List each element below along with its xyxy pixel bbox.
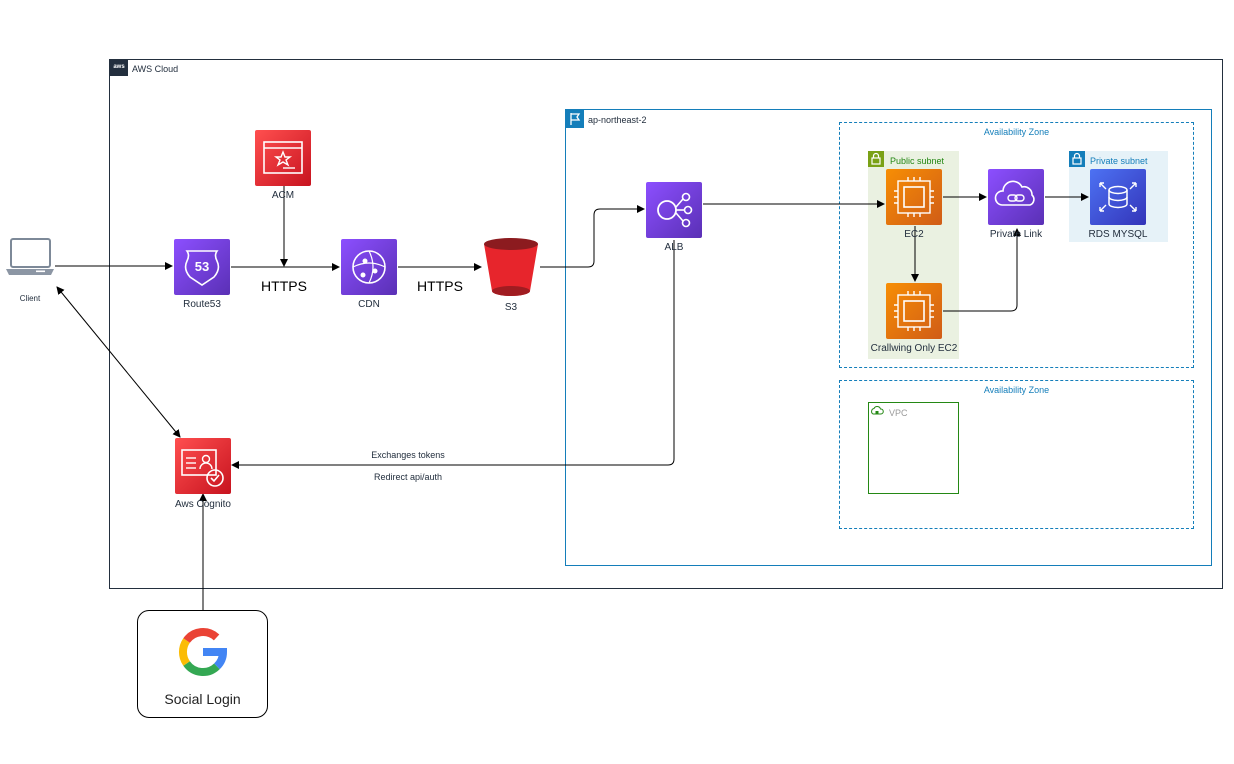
google-icon (178, 627, 228, 677)
az-bottom-label: Availability Zone (983, 385, 1050, 395)
availability-zone-top: Availability Zone (839, 122, 1194, 368)
public-subnet-label: Public subnet (890, 156, 945, 166)
social-login-label: Social Login (164, 691, 241, 707)
acm-icon (255, 130, 311, 186)
alb-icon (646, 182, 702, 238)
edge-s3-alb (540, 205, 645, 268)
route53-label: Route53 (183, 299, 221, 310)
edge-client-cognito (56, 286, 181, 438)
private-subnet-lock-icon (1069, 151, 1085, 167)
ec2-label: EC2 (904, 229, 924, 240)
az-top-label: Availability Zone (983, 127, 1050, 137)
client-laptop-icon (5, 237, 55, 277)
exchange-tokens-label: Exchanges tokens (371, 450, 445, 460)
rds-label: RDS MYSQL (1088, 229, 1148, 240)
https-label-cdn-s3: HTTPS (417, 278, 463, 294)
aws-cloud-label: AWS Cloud (132, 64, 179, 74)
crawling-ec2-icon (886, 283, 942, 339)
ec2-icon (886, 169, 942, 225)
private-subnet-label: Private subnet (1090, 156, 1148, 166)
https-label-route53-cdn: HTTPS (261, 278, 307, 294)
cognito-label: Aws Cognito (175, 499, 231, 510)
alb-label: ALB (664, 242, 684, 253)
s3-label: S3 (504, 302, 518, 313)
redirect-label: Redirect api/auth (373, 472, 443, 482)
availability-zone-bottom: Availability Zone (839, 380, 1194, 529)
public-subnet-lock-icon (868, 151, 884, 167)
rds-icon (1090, 169, 1146, 225)
route53-icon: 53 (174, 239, 230, 295)
region-label: ap-northeast-2 (588, 115, 647, 125)
aws-logo-icon: aws (110, 60, 128, 76)
private-link-icon (988, 169, 1044, 225)
region-flag-icon (566, 110, 584, 128)
s3-bucket-icon (482, 236, 540, 298)
vpc-group: VPC (868, 402, 959, 494)
cdn-icon (341, 239, 397, 295)
cdn-label: CDN (358, 299, 380, 310)
cognito-icon (175, 438, 231, 494)
social-login-box: Social Login (137, 610, 268, 718)
edge-crawling-privatelink (943, 228, 1021, 312)
vpc-cloud-icon (869, 403, 885, 419)
vpc-label: VPC (889, 408, 908, 418)
acm-label: ACM (271, 190, 295, 201)
client-label: Client (19, 294, 41, 303)
private-link-label: Private Link (989, 229, 1043, 240)
route53-badge: 53 (194, 259, 210, 274)
region-group: ap-northeast-2 (565, 109, 1212, 566)
crawling-ec2-label: Crallwing Only EC2 (870, 343, 958, 354)
edge-alb-cognito (231, 240, 675, 469)
